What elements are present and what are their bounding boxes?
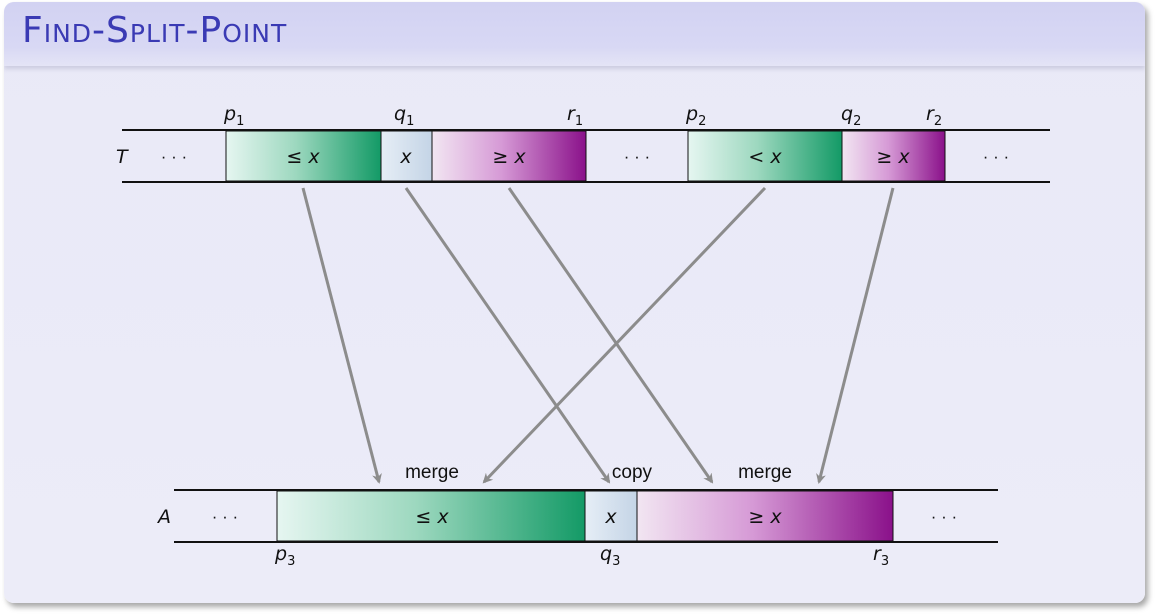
copy-label: copy	[612, 462, 653, 483]
cell-ge-x-bottom-text: ≥ x	[748, 506, 782, 528]
array-t: T · · · · · · · · · ≤ x x ≥ x < x ≥ x	[116, 129, 1050, 183]
ellipsis-t-3: · · ·	[983, 147, 1009, 166]
top-index-labels: p1 q1 r1 p2 q2 r2	[223, 103, 942, 129]
cell-ge-x-1	[431, 130, 587, 182]
cell-le-x-bottom-text: ≤ x	[415, 506, 449, 528]
index-p3: p3	[274, 543, 295, 569]
cell-le-x-1-text: ≤ x	[286, 146, 320, 168]
array-a-label: A	[156, 506, 171, 528]
cell-ge-x-2	[841, 130, 946, 182]
cell-le-x-bottom	[276, 490, 586, 542]
ellipsis-a-1: · · ·	[212, 507, 238, 526]
cell-ge-x-bottom	[636, 490, 894, 542]
cell-x-top	[380, 130, 433, 182]
array-t-label: T	[116, 146, 129, 168]
cell-lt-x-2	[687, 130, 843, 182]
index-q2: q2	[841, 103, 861, 129]
cell-x-top-text: x	[399, 146, 412, 168]
arrows	[301, 186, 895, 484]
arrow-le-x-to-merge	[301, 187, 382, 484]
cell-ge-x-2-text: ≥ x	[876, 146, 910, 168]
cell-le-x-1	[225, 130, 382, 182]
index-q1: q1	[394, 103, 414, 129]
title-bar: Find-Split-Point	[4, 2, 1145, 66]
ellipsis-a-2: · · ·	[931, 507, 957, 526]
bottom-index-labels: p3 q3 r3	[274, 543, 889, 569]
cell-lt-x-2-text: < x	[748, 146, 782, 168]
arrow-lt-x-to-merge	[482, 186, 767, 484]
ellipsis-t-1: · · ·	[161, 147, 187, 166]
array-a: A · · · · · · ≤ x x ≥ x	[156, 489, 998, 543]
index-r1: r1	[567, 103, 583, 129]
index-q3: q3	[600, 543, 620, 569]
ellipsis-t-2: · · ·	[624, 147, 650, 166]
slide-title: Find-Split-Point	[22, 10, 288, 51]
merge-left-label: merge	[405, 462, 459, 483]
index-p1: p1	[223, 103, 244, 129]
index-r2: r2	[926, 103, 942, 129]
merge-right-label: merge	[738, 462, 792, 483]
index-p2: p2	[685, 103, 706, 129]
arrow-ge-x-2-to-merge	[816, 187, 895, 484]
cell-ge-x-1-text: ≥ x	[492, 146, 526, 168]
cell-x-bottom-text: x	[604, 506, 617, 528]
operation-labels: merge copy merge	[405, 462, 792, 483]
arrow-x-to-copy	[404, 187, 611, 484]
index-r3: r3	[873, 543, 889, 569]
arrow-ge-x-to-merge	[507, 187, 714, 484]
